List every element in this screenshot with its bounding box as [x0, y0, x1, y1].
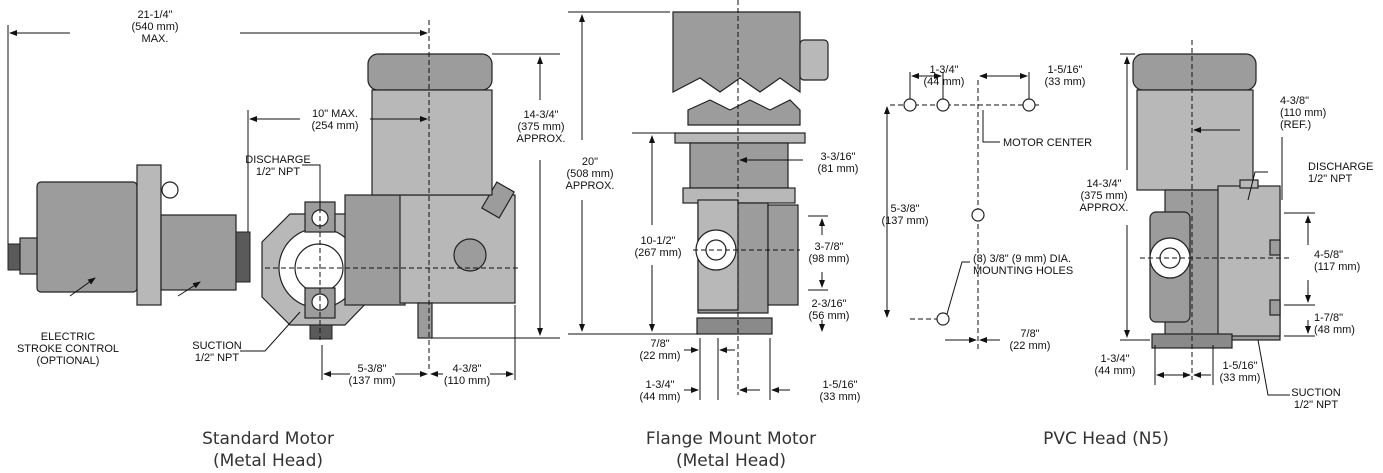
dim-hole-1-3-4: 1-3/4"(44 mm) [924, 64, 965, 88]
mounting-holes-label: (3) 3/8" (9 mm) DIA.MOUNTING HOLES [973, 253, 1073, 277]
dim-5-3-8: 5-3/8"(137 mm) [348, 363, 395, 387]
pvc-head-drawing [1120, 40, 1315, 396]
mounting-hole-layout [884, 72, 1040, 350]
dim-ten-max: 10" MAX.(254 mm) [311, 108, 358, 132]
dim-1-5-16: 1-5/16"(33 mm) [820, 379, 861, 403]
dim-pvc-height: 14-3/4"(375 mm)APPROX. [1080, 178, 1129, 214]
dim-20-height: 20"(508 mm)APPROX. [566, 156, 615, 192]
dim-overall-width: 21-1/4"(540 mm)MAX. [131, 9, 178, 45]
flange-mount-drawing [568, 0, 829, 400]
flange-mount-labels: 20"(508 mm)APPROX. 10-1/2"(267 mm) 3-3/1… [566, 151, 861, 403]
dim-pvc-1-7-8: 1-7/8"(48 mm) [1314, 312, 1355, 336]
standard-motor-labels: 21-1/4"(540 mm)MAX. 10" MAX.(254 mm) 14-… [17, 9, 565, 387]
dim-hole-5-3-8: 5-3/8"(137 mm) [881, 203, 928, 227]
motor-fan-cover [367, 53, 493, 91]
dim-10-1-2: 10-1/2"(267 mm) [634, 235, 681, 259]
pvc-motor [1136, 89, 1254, 191]
mounting-hole [936, 312, 950, 326]
dim-2-3-16: 2-3/16"(56 mm) [809, 298, 850, 322]
mounting-hole [1022, 98, 1036, 112]
mounting-hole [903, 98, 917, 112]
stroke-knob [7, 243, 21, 271]
flange-plate [674, 132, 806, 144]
caption-standard-motor: Standard Motor(Metal Head) [202, 429, 334, 471]
dim-4-3-8: 4-3/8"(110 mm) [444, 363, 490, 387]
dim-pvc-1-3-4: 1-3/4"(44 mm) [1095, 353, 1136, 377]
pvc-head-labels: 14-3/4"(375 mm)APPROX. 4-3/8"(110 mm)(RE… [1080, 95, 1374, 411]
dim-pvc-4-3-8: 4-3/8"(110 mm)(REF.) [1280, 95, 1326, 131]
stroke-control-flange [136, 164, 162, 306]
mounting-hole [936, 98, 950, 112]
motor-center-label: MOTOR CENTER [1003, 137, 1092, 149]
dim-pvc-4-5-8: 4-5/8"(117 mm) [1314, 249, 1360, 273]
dim-1-3-4: 1-3/4"(44 mm) [640, 379, 681, 403]
stroke-control-box [36, 181, 138, 293]
standard-motor-drawing [7, 20, 560, 380]
pvc-motor-fan-cover [1132, 53, 1257, 91]
dim-hole-1-5-16: 1-5/16"(33 mm) [1045, 64, 1086, 88]
dim-7-8: 7/8"(22 mm) [640, 338, 681, 362]
dim-pvc-1-5-16: 1-5/16"(33 mm) [1220, 360, 1261, 384]
dim-3-7-8: 3-7/8"(98 mm) [809, 241, 850, 265]
caption-pvc-head: PVC Head (N5) [1043, 429, 1169, 449]
mounting-hole [971, 208, 985, 222]
captions: Standard Motor(Metal Head) Flange Mount … [202, 429, 1169, 471]
mounting-hole-labels: 1-3/4"(44 mm) 1-5/16"(33 mm) MOTOR CENTE… [881, 64, 1092, 352]
motor [371, 89, 493, 196]
dim-hole-7-8: 7/8"(22 mm) [1010, 328, 1051, 352]
dim-motor-height: 14-3/4"(375 mm)APPROX. [517, 109, 566, 145]
dim-3-3-16: 3-3/16"(81 mm) [818, 151, 859, 175]
flange-motor-top [672, 11, 801, 94]
caption-flange-mount: Flange Mount Motor(Metal Head) [646, 429, 816, 471]
